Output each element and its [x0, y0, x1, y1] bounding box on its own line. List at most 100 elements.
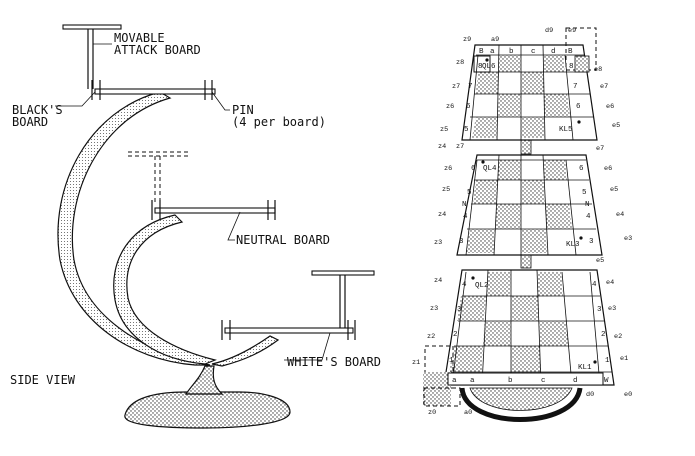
side-view: MOVABLE ATTACK BOARD BLACK'S BOARD PIN (…	[10, 24, 381, 429]
rank-label: 2	[453, 331, 458, 339]
rank-label: 5	[582, 189, 587, 197]
inner-arm	[113, 214, 217, 365]
coordinate-label: z3	[430, 305, 438, 313]
rank-label: 3	[597, 306, 602, 314]
rank-label: 2	[601, 331, 606, 339]
coordinate-label: e3	[624, 235, 632, 243]
coordinate-label: e7	[600, 83, 608, 91]
side-letter: N	[462, 201, 467, 209]
outer-arm	[57, 91, 211, 366]
row-letter: a	[452, 377, 457, 385]
stand-arc	[459, 387, 583, 422]
rank-label: 4	[463, 213, 468, 221]
neutral-board	[154, 207, 276, 214]
coordinate-label: z4	[438, 143, 446, 151]
coordinate-label: d0	[586, 391, 594, 399]
row-letter: c	[531, 48, 536, 56]
top-view: QL6 KL5 QL4 KL3 QL2 KL1 B a b c d B 8 7 …	[412, 27, 632, 422]
attack-board-label-ql2: QL2	[475, 282, 489, 290]
rank-label: 5	[464, 126, 469, 134]
stand-base	[124, 391, 291, 429]
rank-label: 1	[605, 357, 610, 365]
coordinate-label: z6	[444, 165, 452, 173]
side-letter: N	[585, 201, 590, 209]
rank-label: 8	[478, 63, 483, 71]
rank-label: 4	[462, 281, 467, 289]
rank-label: 4	[586, 213, 591, 221]
rank-label: 4	[592, 281, 597, 289]
attack-board-label-ql4: QL4	[483, 165, 497, 173]
coordinate-label: e9	[568, 27, 576, 35]
rank-label: 1	[449, 357, 454, 365]
coordinate-label: z0	[428, 409, 436, 417]
coordinate-label: d9	[545, 27, 553, 35]
row-letter: W	[604, 377, 609, 385]
middle-level-board	[456, 154, 603, 256]
coordinate-label: z7	[456, 143, 464, 151]
coordinate-label: e5	[596, 257, 604, 265]
rank-label: 6	[471, 165, 476, 173]
rank-label: 6	[579, 165, 584, 173]
row-letter: c	[541, 377, 546, 385]
stand-column	[184, 365, 224, 395]
rank-label: 6	[576, 103, 581, 111]
coordinate-label: e4	[616, 211, 624, 219]
coordinate-label: e6	[604, 165, 612, 173]
rank-label: 3	[457, 306, 462, 314]
coordinate-label: e3	[608, 305, 616, 313]
coordinate-label: a0	[464, 409, 472, 417]
movable-label-line2: ATTACK BOARD	[114, 43, 201, 57]
coordinate-label: z4	[438, 211, 446, 219]
rank-label: 5	[467, 189, 472, 197]
coordinate-label: z5	[442, 186, 450, 194]
coordinate-label: e7	[596, 145, 604, 153]
row-letter: b	[508, 377, 513, 385]
board-label-kl3: KL3	[566, 241, 580, 249]
board-label-kl1: KL1	[578, 364, 592, 372]
white-board	[224, 327, 354, 334]
rank-label: 7	[573, 83, 578, 91]
row-letter: b	[509, 48, 514, 56]
row-letter: d	[551, 48, 556, 56]
coordinate-label: e5	[610, 186, 618, 194]
pin-label-line1: PIN	[232, 103, 254, 117]
coordinate-label: z8	[456, 59, 464, 67]
bottom-level-board	[423, 269, 615, 407]
rank-label: 8	[569, 63, 574, 71]
coordinate-label: a9	[491, 36, 499, 44]
black-board	[94, 88, 216, 95]
white-arm	[211, 335, 280, 367]
coordinate-label: z1	[412, 359, 420, 367]
coordinate-label: e4	[606, 279, 614, 287]
coordinate-label: z9	[463, 36, 471, 44]
side-view-caption: SIDE VIEW	[10, 373, 76, 387]
coordinate-label: z5	[440, 126, 448, 134]
pin-label-line2: (4 per board)	[232, 115, 326, 129]
board-label-kl5: KL5	[559, 126, 573, 134]
attack-board-label-ql6: QL6	[482, 63, 496, 71]
coordinate-label: e0	[624, 391, 632, 399]
movable-label-line1: MOVABLE	[114, 31, 165, 45]
top-level-board	[461, 27, 598, 141]
row-letter: B	[568, 48, 573, 56]
coordinate-label: e5	[612, 122, 620, 130]
coordinate-label: z2	[427, 333, 435, 341]
rank-label: 3	[589, 238, 594, 246]
row-letter: a	[490, 48, 495, 56]
row-letter: d	[573, 377, 578, 385]
coordinate-label: z4	[434, 277, 442, 285]
coordinate-label: z6	[446, 103, 454, 111]
rank-label: 3	[459, 238, 464, 246]
movable-attack-board	[62, 24, 122, 30]
attack-board-ql6	[473, 55, 491, 73]
coordinate-label: e6	[606, 103, 614, 111]
coordinate-label: e1	[620, 355, 628, 363]
row-letter: a	[470, 377, 475, 385]
neutral-label: NEUTRAL BOARD	[236, 233, 330, 247]
black-label-line1: BLACK'S	[12, 103, 63, 117]
row-letter: B	[479, 48, 484, 56]
coordinate-label: z7	[452, 83, 460, 91]
coordinate-label: e8	[594, 66, 602, 74]
